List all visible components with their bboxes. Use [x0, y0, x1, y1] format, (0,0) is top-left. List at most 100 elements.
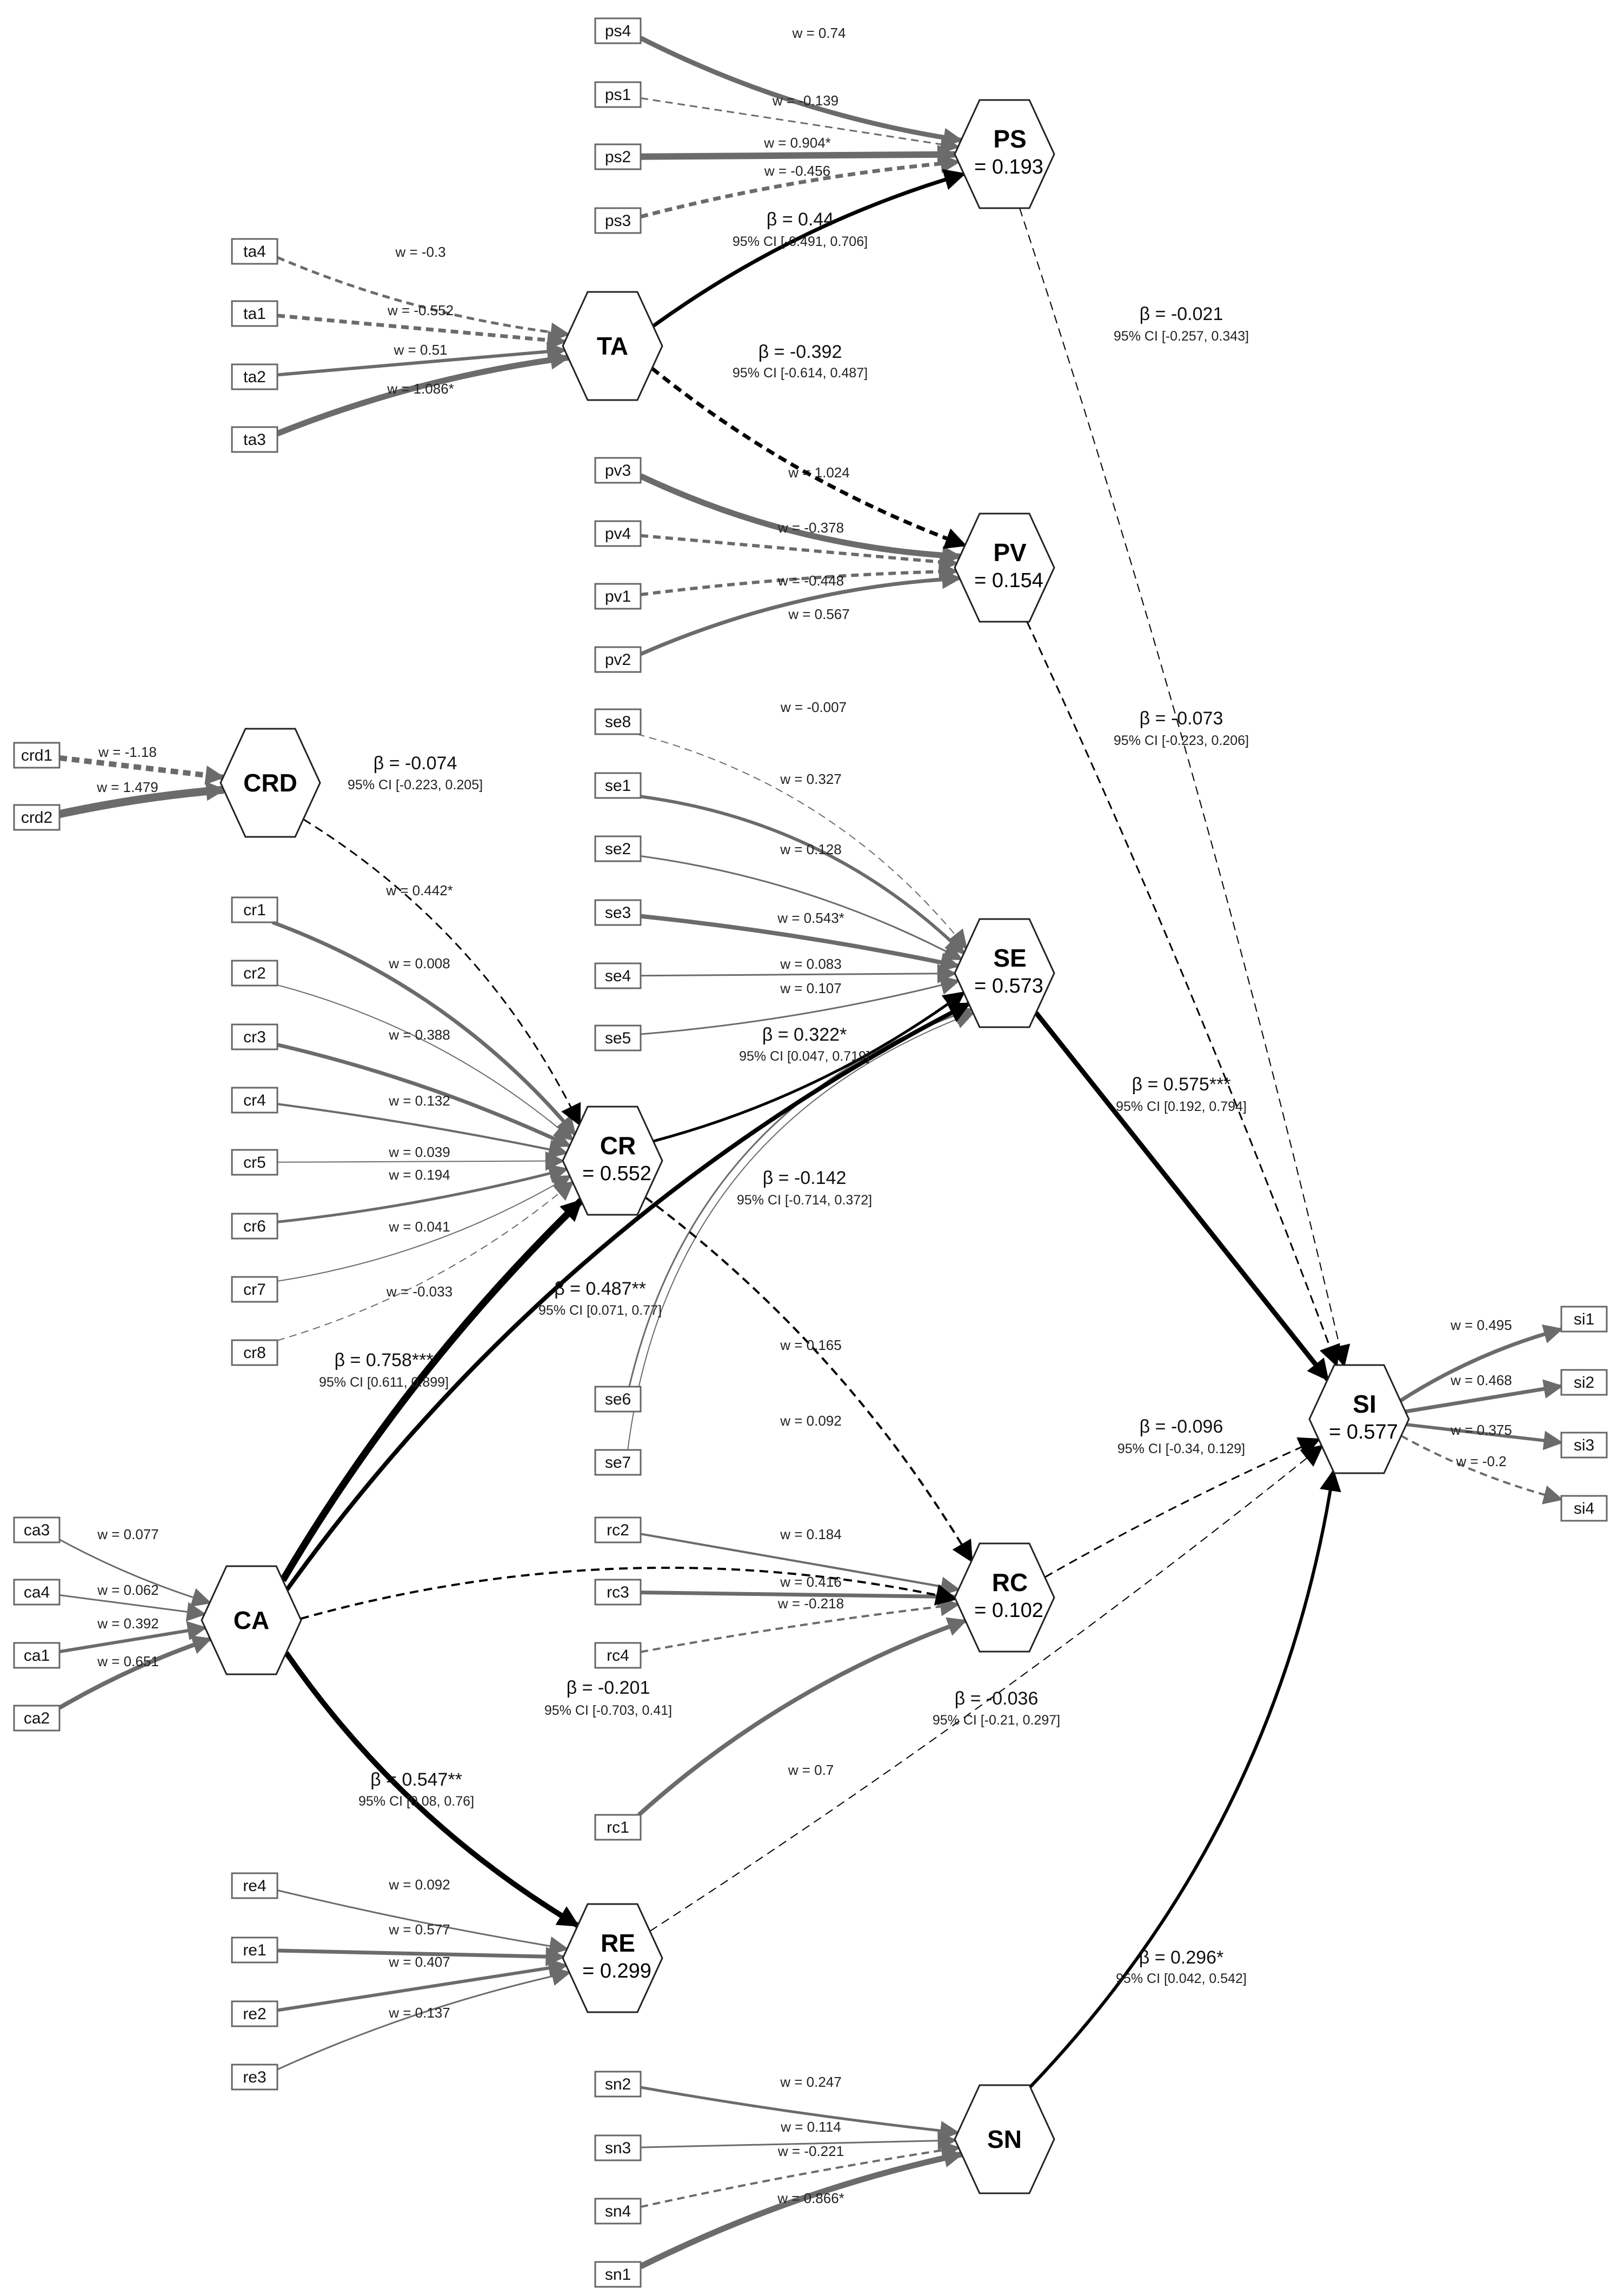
construct-r2-ps: = 0.193: [974, 156, 1043, 178]
construct-hexagon-cr: [562, 1106, 663, 1216]
indicator-box-se8: [594, 708, 642, 735]
indicator-si1: si1: [1560, 1306, 1608, 1333]
weight-label-cr5: w = 0.039: [388, 1144, 450, 1160]
construct-r2-re: = 0.299: [582, 1960, 651, 1982]
weight-label-cr2: w = 0.008: [388, 955, 450, 971]
measurement-path-si3: [1406, 1423, 1563, 1450]
measurement-path-se8: [637, 734, 968, 950]
indicator-ta3: ta3: [231, 426, 278, 453]
indicator-label-ps1: ps1: [605, 86, 631, 104]
indicator-se5: se5: [594, 1024, 642, 1051]
indicator-box-re4: [231, 1872, 278, 1899]
measurement-path-sn4: [640, 2140, 961, 2208]
ci-label-TA-PV: 95% CI [-0.614, 0.487]: [733, 365, 868, 381]
weight-label-crd1: w = -1.18: [98, 744, 157, 760]
weight-label-ta2: w = 0.51: [393, 342, 447, 358]
indicator-box-se2: [594, 835, 642, 862]
indicator-box-se5: [594, 1024, 642, 1051]
weight-label-se1: w = 0.327: [780, 771, 841, 787]
measurement-path-cr8: [277, 1181, 574, 1341]
indicator-box-cr4: [231, 1087, 278, 1114]
indicator-label-cr3: cr3: [243, 1028, 266, 1046]
indicator-label-se5: se5: [605, 1029, 631, 1047]
construct-name-ta: TA: [597, 332, 628, 360]
construct-r2-rc: = 0.102: [974, 1599, 1043, 1622]
indicator-label-rc2: rc2: [607, 1521, 629, 1539]
indicator-label-ta1: ta1: [243, 305, 266, 323]
construct-hexagon-ps: [954, 99, 1055, 209]
weight-label-si2: w = 0.468: [1450, 1372, 1512, 1388]
indicator-cr6: cr6: [231, 1213, 278, 1240]
indicator-label-ps2: ps2: [605, 148, 631, 166]
indicator-label-ta4: ta4: [243, 243, 266, 261]
indicator-box-se6: [594, 1386, 642, 1413]
weight-label-cr8: w = -0.033: [386, 1283, 453, 1300]
construct-hexagon-si: [1308, 1364, 1410, 1474]
measurement-path-rc3: [640, 1587, 957, 1607]
weight-label-re2: w = 0.407: [388, 1954, 450, 1970]
weight-label-si3: w = 0.375: [1450, 1422, 1512, 1438]
indicator-box-rc1: [594, 1814, 642, 1841]
indicator-box-ta2: [231, 363, 278, 390]
weight-label-ca1: w = 0.392: [97, 1615, 158, 1632]
weight-label-cr7: w = 0.041: [388, 1219, 450, 1235]
measurement-path-se4: [640, 963, 957, 983]
indicator-re4: re4: [231, 1872, 278, 1899]
measurement-path-cr5: [277, 1151, 565, 1171]
weight-label-ta4: w = -0.3: [395, 244, 445, 260]
measurement-path-cr3: [277, 1043, 571, 1148]
weight-label-rc2: w = 0.184: [780, 1526, 841, 1542]
indicator-sn3: sn3: [594, 2134, 642, 2161]
ci-label-CA-RC: 95% CI [-0.703, 0.41]: [544, 1703, 672, 1718]
construct-name-crd: CRD: [243, 769, 297, 797]
measurement-path-ps2: [640, 144, 957, 164]
indicator-box-si3: [1560, 1432, 1608, 1459]
measurement-path-ps3: [640, 154, 961, 219]
weight-label-sn4: w = -0.221: [777, 2143, 844, 2159]
indicator-label-si2: si2: [1574, 1374, 1594, 1392]
measurement-path-pv3: [639, 473, 962, 565]
indicator-cr7: cr7: [231, 1276, 278, 1303]
measurement-path-cr2: [277, 984, 574, 1141]
weight-label-se5: w = 0.107: [780, 980, 841, 996]
indicator-pv1: pv1: [594, 583, 642, 610]
construct-name-cr: CR: [600, 1132, 636, 1160]
ci-label-CR-RC: 95% CI [-0.714, 0.372]: [737, 1193, 872, 1208]
construct-name-se: SE: [993, 944, 1026, 972]
indicator-box-ta3: [231, 426, 278, 453]
weight-label-ps2: w = 0.904*: [763, 135, 831, 151]
indicator-ps4: ps4: [594, 17, 642, 44]
weight-label-rc1: w = 0.7: [788, 1762, 834, 1778]
indicator-box-pv1: [594, 583, 642, 610]
indicator-cr1: cr1: [231, 896, 278, 923]
indicator-rc1: rc1: [594, 1814, 642, 1841]
indicator-box-cr5: [231, 1149, 278, 1176]
measurement-paths-layer: [58, 36, 1563, 2270]
indicator-si2: si2: [1560, 1369, 1608, 1396]
nodes-layer: ps4ps1ps2ps3ta4ta1ta2ta3pv3pv4pv1pv2crd1…: [13, 17, 1608, 2288]
construct-name-ps: PS: [993, 125, 1026, 153]
indicator-ca2: ca2: [13, 1705, 61, 1732]
beta-label-TA-PV: β = -0.392: [758, 342, 842, 362]
indicator-box-se1: [594, 772, 642, 799]
measurement-path-si2: [1405, 1379, 1563, 1414]
indicator-ps1: ps1: [594, 81, 642, 108]
beta-label-RE-SI: β = -0.036: [955, 1688, 1039, 1709]
beta-label-SN-SI: β = 0.296*: [1139, 1947, 1224, 1968]
indicator-label-cr7: cr7: [243, 1281, 266, 1299]
indicator-box-ca3: [13, 1516, 61, 1543]
weight-label-pv4: w = -0.378: [777, 520, 844, 536]
construct-hexagon-se: [954, 918, 1055, 1028]
indicator-label-ca3: ca3: [24, 1521, 50, 1539]
structural-path-CR-SE: [653, 991, 966, 1143]
structural-path-CA-SE: [285, 1002, 971, 1591]
indicator-se2: se2: [594, 835, 642, 862]
indicator-box-ta1: [231, 300, 278, 327]
ci-label-CA-RE: 95% CI [0.08, 0.76]: [358, 1794, 474, 1809]
measurement-path-crd2: [58, 781, 226, 818]
ci-label-CRD-CR: 95% CI [-0.223, 0.205]: [348, 777, 483, 793]
measurement-path-ps1: [640, 97, 960, 154]
weight-label-si4: w = -0.2: [1455, 1453, 1506, 1469]
measurement-path-ta2: [277, 342, 567, 377]
indicator-rc4: rc4: [594, 1642, 642, 1669]
